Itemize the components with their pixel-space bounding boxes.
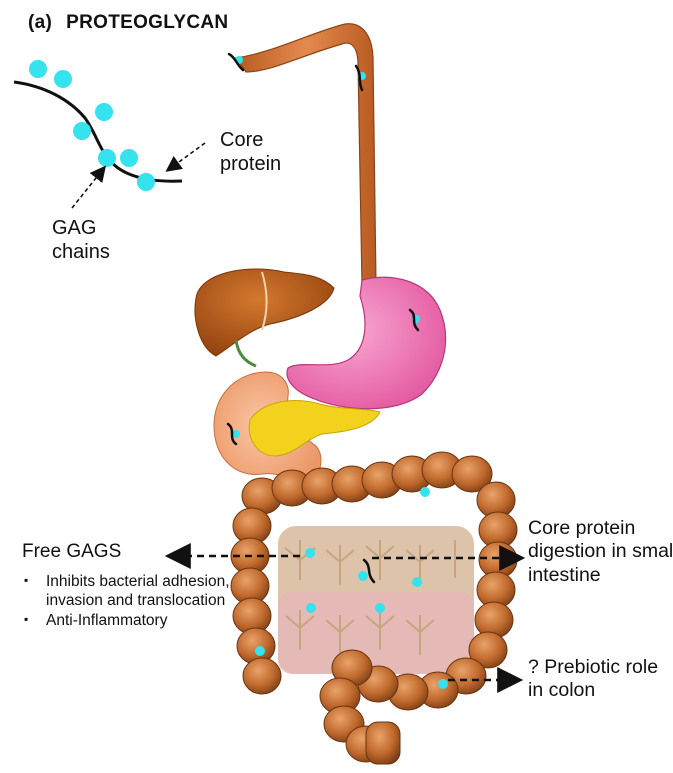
proteoglycan-schematic [14,60,205,208]
effect-item: Anti-Inflammatory [22,612,252,631]
core-protein-strand [14,82,182,181]
core-protein-pointer [168,143,205,170]
panel-tag: (a) [28,12,52,33]
small-intestine [278,526,474,674]
bile-duct [236,340,256,366]
gag-chains-pointer [72,168,104,208]
figure-title: (a) PROTEOGLYCAN [28,12,228,35]
effect-item: Inhibits bacterial adhesion, invasion an… [22,573,252,610]
title-text: PROTEOGLYCAN [66,12,228,33]
free-gags-title: Free GAGS [22,541,121,564]
free-gags-effects: Inhibits bacterial adhesion, invasion an… [22,573,252,633]
core-protein-label: Core protein [220,128,281,176]
gag-chains-label: GAG chains [52,216,110,264]
colon-note: ? Prebiotic role in colon [528,656,673,703]
small-intestine-note: Core protein digestion in small intestin… [528,517,673,587]
gag-chain-beads [29,60,155,191]
